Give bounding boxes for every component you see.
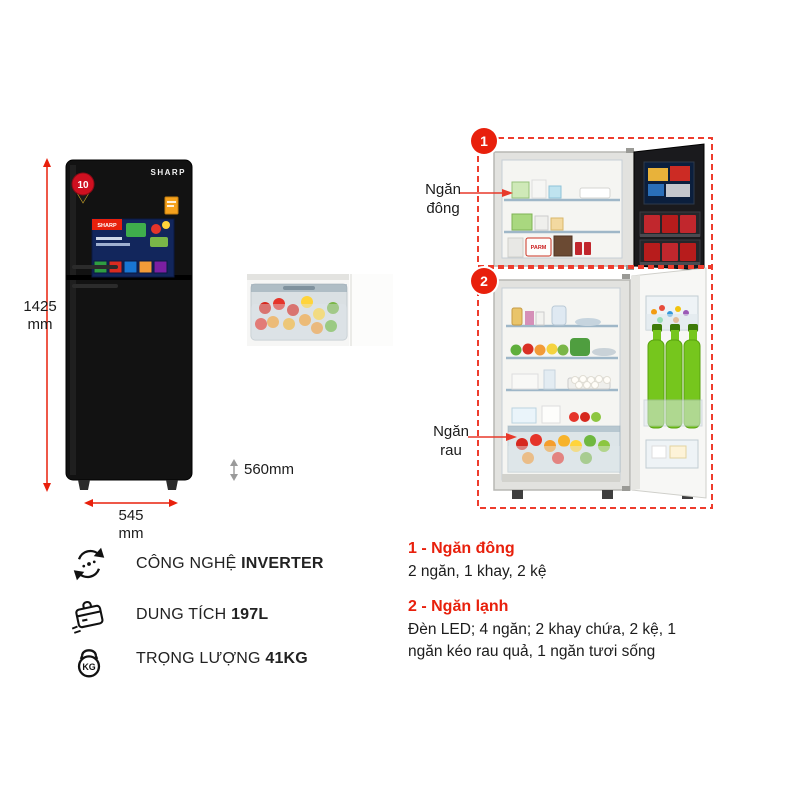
open-fridge-image: PARM (477, 137, 713, 509)
vegetable-callout-label: Ngăn rau (433, 423, 469, 459)
feature-text: DUNG TÍCH 197L (136, 606, 269, 623)
fridge-compartment (493, 267, 707, 499)
freezer-door-open (626, 143, 705, 271)
freezer-compartment: PARM (493, 143, 705, 271)
parm-box-label: PARM (531, 245, 547, 251)
freezer-callout-arrow (460, 189, 513, 197)
spec-fridge-title: 2 - Ngăn lạnh (408, 598, 509, 615)
vegetable-drawer (507, 425, 621, 473)
energy-label (164, 196, 179, 215)
width-label: 545 mm (118, 507, 144, 542)
depth-arrow (230, 459, 238, 481)
feature-text: TRỌNG LƯỢNG 41KG (136, 650, 308, 667)
feature-text: CÔNG NGHỆ INVERTER (136, 555, 324, 572)
svg-text:10: 10 (77, 180, 89, 191)
drawer-zoom-image (247, 274, 393, 346)
feature-capacity: DUNG TÍCH 197L (68, 594, 268, 636)
fridge-handle (72, 284, 118, 288)
spec-freezer-text: 2 ngăn, 1 khay, 2 kệ (408, 563, 547, 580)
feature-weight: KG TRỌNG LƯỢNG 41KG (68, 638, 308, 680)
spec-freezer-title: 1 - Ngăn đông (408, 540, 515, 557)
inverter-icon (73, 547, 105, 581)
svg-text:KG: KG (82, 662, 95, 672)
depth-label: 560mm (244, 461, 295, 478)
fridge-badge: 2 (471, 268, 497, 294)
width-arrow (84, 499, 178, 507)
freezer-dashed-box (477, 137, 713, 267)
feature-inverter: CÔNG NGHỆ INVERTER (68, 543, 324, 585)
drawer-fruits (255, 296, 339, 334)
spec-fridge-text: Đèn LED; 4 ngăn; 2 khay chứa, 2 kệ, 1 ng… (408, 621, 677, 660)
vegetable-callout-arrow (468, 433, 517, 441)
freezer-handle (72, 265, 118, 269)
svg-text:SHARP: SHARP (97, 223, 117, 229)
sharp-logo: SHARP (150, 168, 186, 177)
height-label: 1425 mm (23, 298, 57, 333)
capacity-icon (71, 600, 104, 634)
freezer-badge: 1 (471, 128, 497, 154)
height-arrow (43, 158, 51, 492)
warranty-badge: 10 (71, 172, 95, 204)
weight-icon: KG (77, 649, 101, 678)
fridge-door-open (622, 267, 707, 499)
closed-fridge-image: 10 SHARP SHARP (65, 159, 193, 490)
fridge-dashed-box (477, 267, 713, 509)
spec-list: 1 - Ngăn đông 2 ngăn, 1 khay, 2 kệ 2 - N… (408, 540, 710, 678)
freezer-callout-label: Ngăn đông (425, 181, 461, 217)
